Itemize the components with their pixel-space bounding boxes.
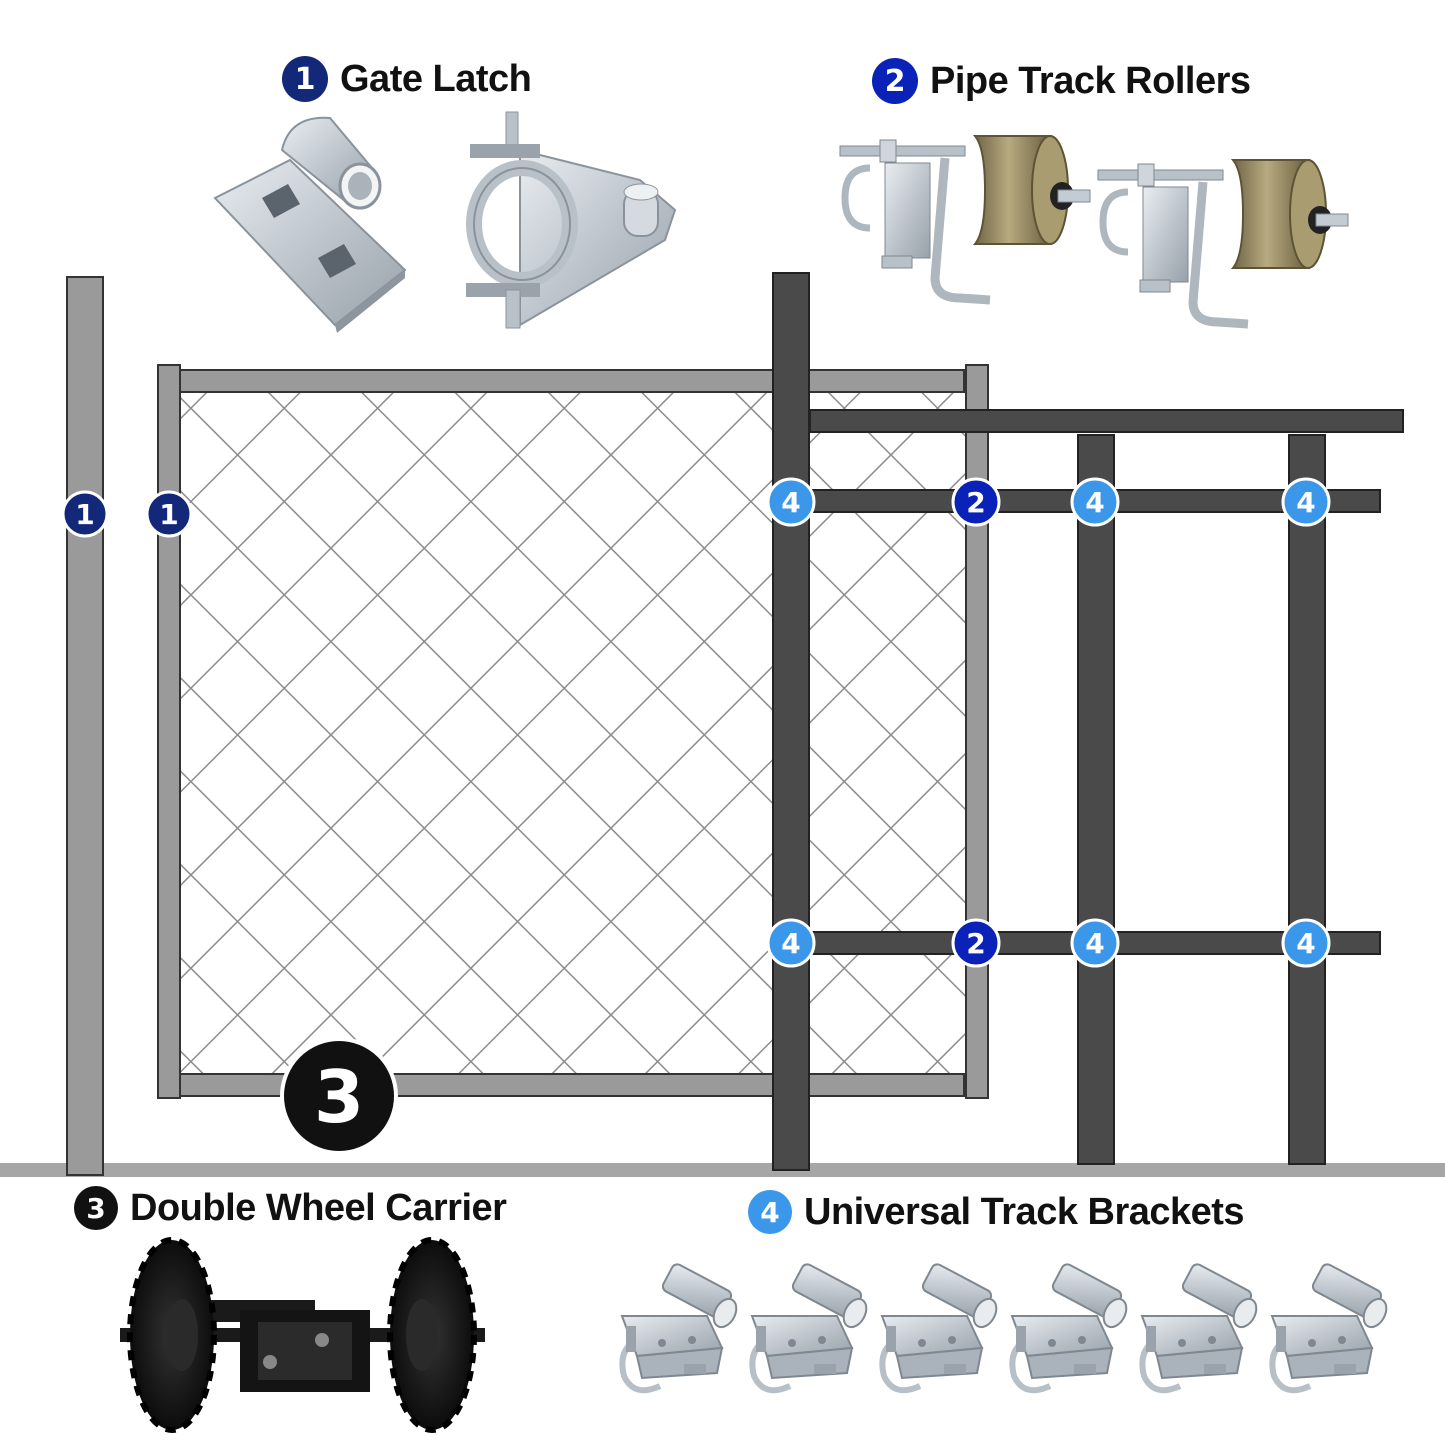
marker-bracket: 4 xyxy=(766,477,816,527)
marker-number: 4 xyxy=(1296,927,1315,960)
marker-bracket: 4 xyxy=(1070,477,1120,527)
universal-track-brackets-image xyxy=(619,1263,1388,1394)
part-name: Gate Latch xyxy=(340,57,532,100)
marker-number: 3 xyxy=(314,1055,364,1139)
part-label-double-wheel-carrier: 3 Double Wheel Carrier xyxy=(74,1186,507,1230)
wheel-icon xyxy=(127,1237,217,1433)
marker-number: 1 xyxy=(159,498,178,531)
marker-number: 2 xyxy=(966,486,985,519)
marker-carrier: 3 xyxy=(280,1037,398,1155)
bracket-icon xyxy=(1009,1263,1128,1394)
diagram-markers: 1 1 4 2 4 4 4 2 4 4 3 xyxy=(61,477,1331,1155)
marker-circle xyxy=(951,918,1001,968)
pipe-track-rollers-image xyxy=(839,135,1349,329)
marker-roller: 2 xyxy=(951,477,1001,527)
part-label-gate-latch: 1 Gate Latch xyxy=(282,56,532,102)
roller-icon xyxy=(839,135,1091,305)
marker-number: 4 xyxy=(1296,486,1315,519)
part-number-badge: 2 xyxy=(872,58,918,104)
bracket-icon xyxy=(879,1263,998,1394)
marker-latch: 1 xyxy=(145,490,193,538)
gate-latch-image xyxy=(213,111,677,333)
marker-number: 2 xyxy=(966,927,985,960)
marker-circle xyxy=(1070,477,1120,527)
part-name: Double Wheel Carrier xyxy=(130,1186,507,1229)
part-number-badge: 3 xyxy=(74,1186,118,1230)
marker-circle xyxy=(1070,918,1120,968)
latch-plate-icon xyxy=(213,116,407,333)
bracket-icon xyxy=(749,1263,868,1394)
part-label-universal-track-brackets: 4 Universal Track Brackets xyxy=(748,1190,1245,1234)
marker-bracket: 4 xyxy=(1281,477,1331,527)
marker-number: 1 xyxy=(75,498,94,531)
marker-circle xyxy=(1281,918,1331,968)
marker-number: 4 xyxy=(781,927,800,960)
bracket-icon xyxy=(1269,1263,1388,1394)
marker-circle xyxy=(951,477,1001,527)
latch-clamp-icon xyxy=(466,111,677,329)
marker-number: 4 xyxy=(1085,927,1104,960)
marker-bracket: 4 xyxy=(766,918,816,968)
marker-circle xyxy=(61,490,109,538)
part-name: Universal Track Brackets xyxy=(804,1190,1245,1233)
bracket-icon xyxy=(619,1263,738,1394)
marker-number: 4 xyxy=(781,486,800,519)
marker-circle xyxy=(1281,477,1331,527)
part-name: Pipe Track Rollers xyxy=(930,59,1251,102)
marker-bracket: 4 xyxy=(1281,918,1331,968)
gate-frame xyxy=(157,364,989,1099)
ground-line xyxy=(0,1163,1445,1177)
marker-bracket: 4 xyxy=(1070,918,1120,968)
marker-number: 4 xyxy=(1085,486,1104,519)
marker-circle xyxy=(766,918,816,968)
part-number-badge: 1 xyxy=(282,56,328,102)
bracket-icon xyxy=(1139,1263,1258,1394)
track-frame xyxy=(772,272,1404,1171)
double-wheel-carrier-image xyxy=(120,1237,485,1433)
marker-circle xyxy=(766,477,816,527)
marker-circle xyxy=(280,1037,398,1155)
latch-post xyxy=(66,276,104,1176)
marker-circle xyxy=(145,490,193,538)
marker-latch: 1 xyxy=(61,490,109,538)
part-number-badge: 4 xyxy=(748,1190,792,1234)
marker-roller: 2 xyxy=(951,918,1001,968)
roller-icon xyxy=(1097,159,1349,329)
wheel-icon xyxy=(387,1237,477,1433)
part-label-pipe-track-rollers: 2 Pipe Track Rollers xyxy=(872,58,1251,104)
